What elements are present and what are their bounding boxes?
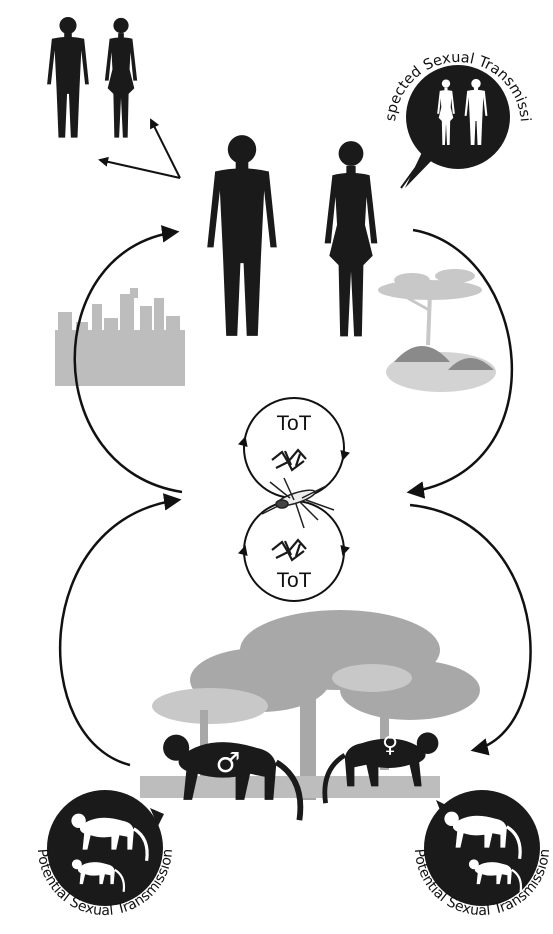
small-couple bbox=[47, 17, 137, 138]
male-symbol: ♂ bbox=[215, 746, 240, 779]
suspected-transmission-badge bbox=[401, 65, 510, 188]
mosquito-icon bbox=[262, 478, 334, 528]
savanna-village bbox=[378, 269, 496, 392]
mosquito-cluster-upper bbox=[272, 450, 306, 470]
female-symbol: ♀ bbox=[382, 733, 398, 758]
spread-arrows bbox=[100, 120, 180, 178]
main-couple bbox=[207, 135, 377, 336]
mosquito-cluster-lower bbox=[272, 540, 306, 560]
tot-cycle: ToT ToT bbox=[243, 398, 345, 601]
tot-label-upper: ToT bbox=[276, 412, 311, 435]
tot-label-lower: ToT bbox=[276, 569, 311, 592]
